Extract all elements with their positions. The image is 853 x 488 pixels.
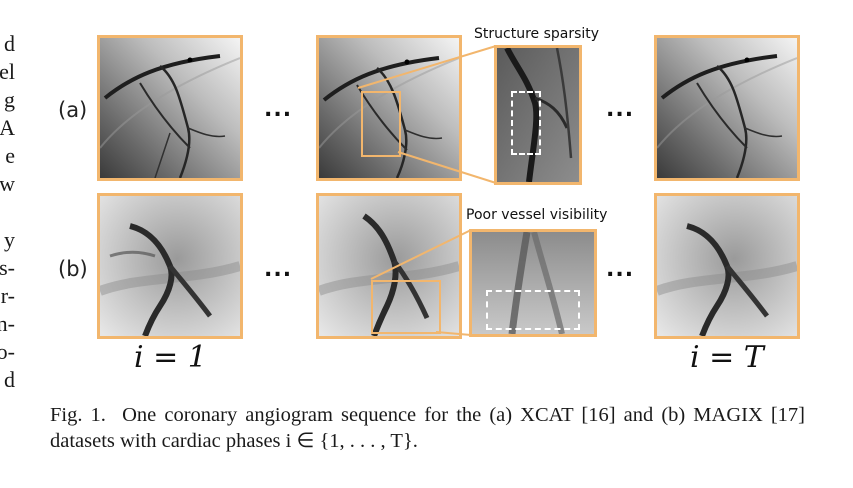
zoom-region-box (371, 280, 441, 334)
fragment: n- (0, 311, 15, 336)
dashed-highlight-a (511, 91, 541, 155)
ellipsis-a2: ... (606, 97, 635, 122)
caption-prefix: Fig. 1. (50, 404, 106, 426)
xcat-frame-first (97, 35, 243, 181)
xcat-frame-last (654, 35, 800, 181)
fragment: y (4, 227, 15, 252)
fragment: d (4, 31, 15, 56)
callout-title-a: Structure sparsity (474, 26, 600, 42)
row-label-b: (b) (58, 257, 88, 281)
fragment: w (0, 171, 15, 196)
magix-frame-last (654, 193, 800, 339)
callout-title-b: Poor vessel visibility (466, 207, 608, 223)
fragment: o- (0, 339, 15, 364)
xcat-zoom-panel (494, 45, 582, 185)
xcat-frame-middle (316, 35, 462, 181)
dashed-highlight-b (486, 290, 580, 330)
phase-label-first: i = 1 (134, 340, 207, 375)
zoom-region-box (361, 91, 401, 157)
fragment: d (4, 367, 15, 392)
row-label-a: (a) (58, 98, 88, 122)
ellipsis-b1: ... (264, 257, 293, 282)
fragment: g (4, 87, 15, 112)
left-column-fragments: d el g A e w y s- r- n- o- d (0, 0, 18, 488)
ellipsis-b2: ... (606, 257, 635, 282)
magix-zoom-panel (469, 229, 597, 337)
ellipsis-a1: ... (264, 97, 293, 122)
magix-frame-first (97, 193, 243, 339)
figure-caption: Fig. 1. One coronary angiogram sequence … (50, 402, 805, 454)
caption-text: One coronary angiogram sequence for the … (50, 404, 806, 452)
fragment: A (0, 115, 15, 140)
magix-frame-middle (316, 193, 462, 339)
fragment: e (5, 143, 15, 168)
fragment: r- (0, 283, 15, 308)
fragment: el (0, 59, 15, 84)
fragment: s- (0, 255, 15, 280)
phase-label-last: i = T (690, 340, 764, 375)
